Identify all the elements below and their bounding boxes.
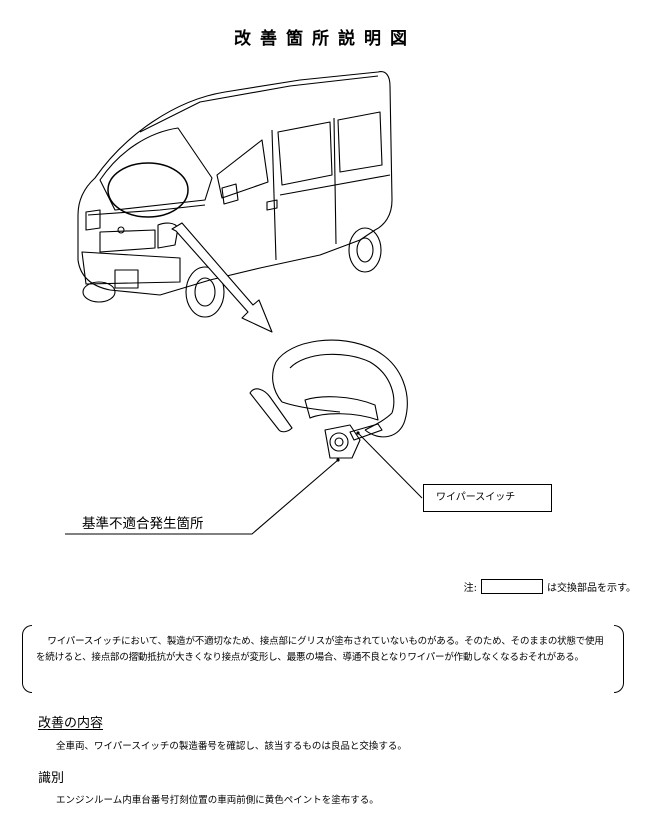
steering-spoke-right (364, 412, 393, 431)
location-leader-line (65, 459, 339, 535)
door-line-1 (271, 129, 277, 261)
switch-stalk (349, 423, 383, 441)
steering-rim-inner (289, 353, 395, 414)
middle-window (277, 121, 333, 186)
wiper-switch-lever (249, 388, 293, 433)
van-body-outline (77, 71, 393, 296)
steering-rim-left (272, 361, 283, 403)
bracket-right (614, 625, 624, 693)
front-wheel-left (82, 281, 116, 303)
pointer-arrow (171, 222, 273, 333)
hood-line (87, 204, 206, 216)
front-wheel-right (185, 266, 225, 318)
legend-box (481, 579, 543, 594)
side-stripe (279, 174, 391, 196)
rear-wheel (348, 227, 382, 273)
van-roof-line (139, 75, 379, 133)
switch-knob (329, 432, 349, 452)
vehicle-illustration (65, 71, 423, 535)
van-drawing (77, 71, 393, 318)
license-plate (114, 269, 139, 289)
identification-heading: 識別 (38, 771, 65, 786)
front-wheel-hub (194, 277, 216, 307)
part-leader-line (357, 432, 423, 499)
steering-column (304, 396, 379, 421)
headlight-left (85, 209, 101, 231)
improvement-heading: 改善の内容 (38, 716, 104, 731)
headlight-right (157, 222, 179, 249)
steering-rim-outer (275, 339, 408, 438)
mirror (221, 183, 239, 205)
identification-body: エンジンルーム内車台番号打刻位置の車両前側に黄色ペイントを塗布する。 (56, 795, 379, 806)
document-title: 改善箇所説明図 (234, 29, 416, 49)
rear-wheel-hub (356, 237, 374, 263)
legend-suffix: は交換部品を示す。 (547, 583, 636, 594)
bracket-left (22, 625, 32, 693)
defect-description-text: ワイパースイッチにおいて、製造が不適切なため、接点部にグリスが塗布されていないも… (36, 636, 604, 663)
front-side-window (216, 139, 269, 199)
door-line-2 (333, 117, 337, 245)
grille (99, 229, 156, 253)
part-leader-dot (356, 431, 360, 435)
rear-window (337, 111, 383, 173)
steering-spoke-left (281, 401, 341, 413)
highlight-circle (107, 162, 189, 218)
improvement-body: 全車両、ワイパースイッチの製造番号を確認し、該当するものは良品と交換する。 (56, 741, 407, 752)
legend-note: 注: は交換部品を示す。 (464, 579, 636, 594)
wiper-switch-label: ワイパースイッチ (423, 484, 552, 512)
location-leader-dot (336, 458, 340, 462)
door-handle (266, 199, 278, 211)
column-cover (324, 424, 361, 459)
defect-description-box: ワイパースイッチにおいて、製造が不適切なため、接点部にグリスが塗布されていないも… (22, 625, 624, 693)
switch-knob-inner (334, 437, 344, 447)
bumper (81, 251, 181, 285)
windshield (99, 127, 213, 211)
steering-wheel-drawing (249, 339, 408, 459)
nonconformity-location-label: 基準不適合発生箇所 (82, 516, 204, 532)
legend-prefix: 注: (463, 583, 477, 594)
emblem (117, 226, 125, 234)
